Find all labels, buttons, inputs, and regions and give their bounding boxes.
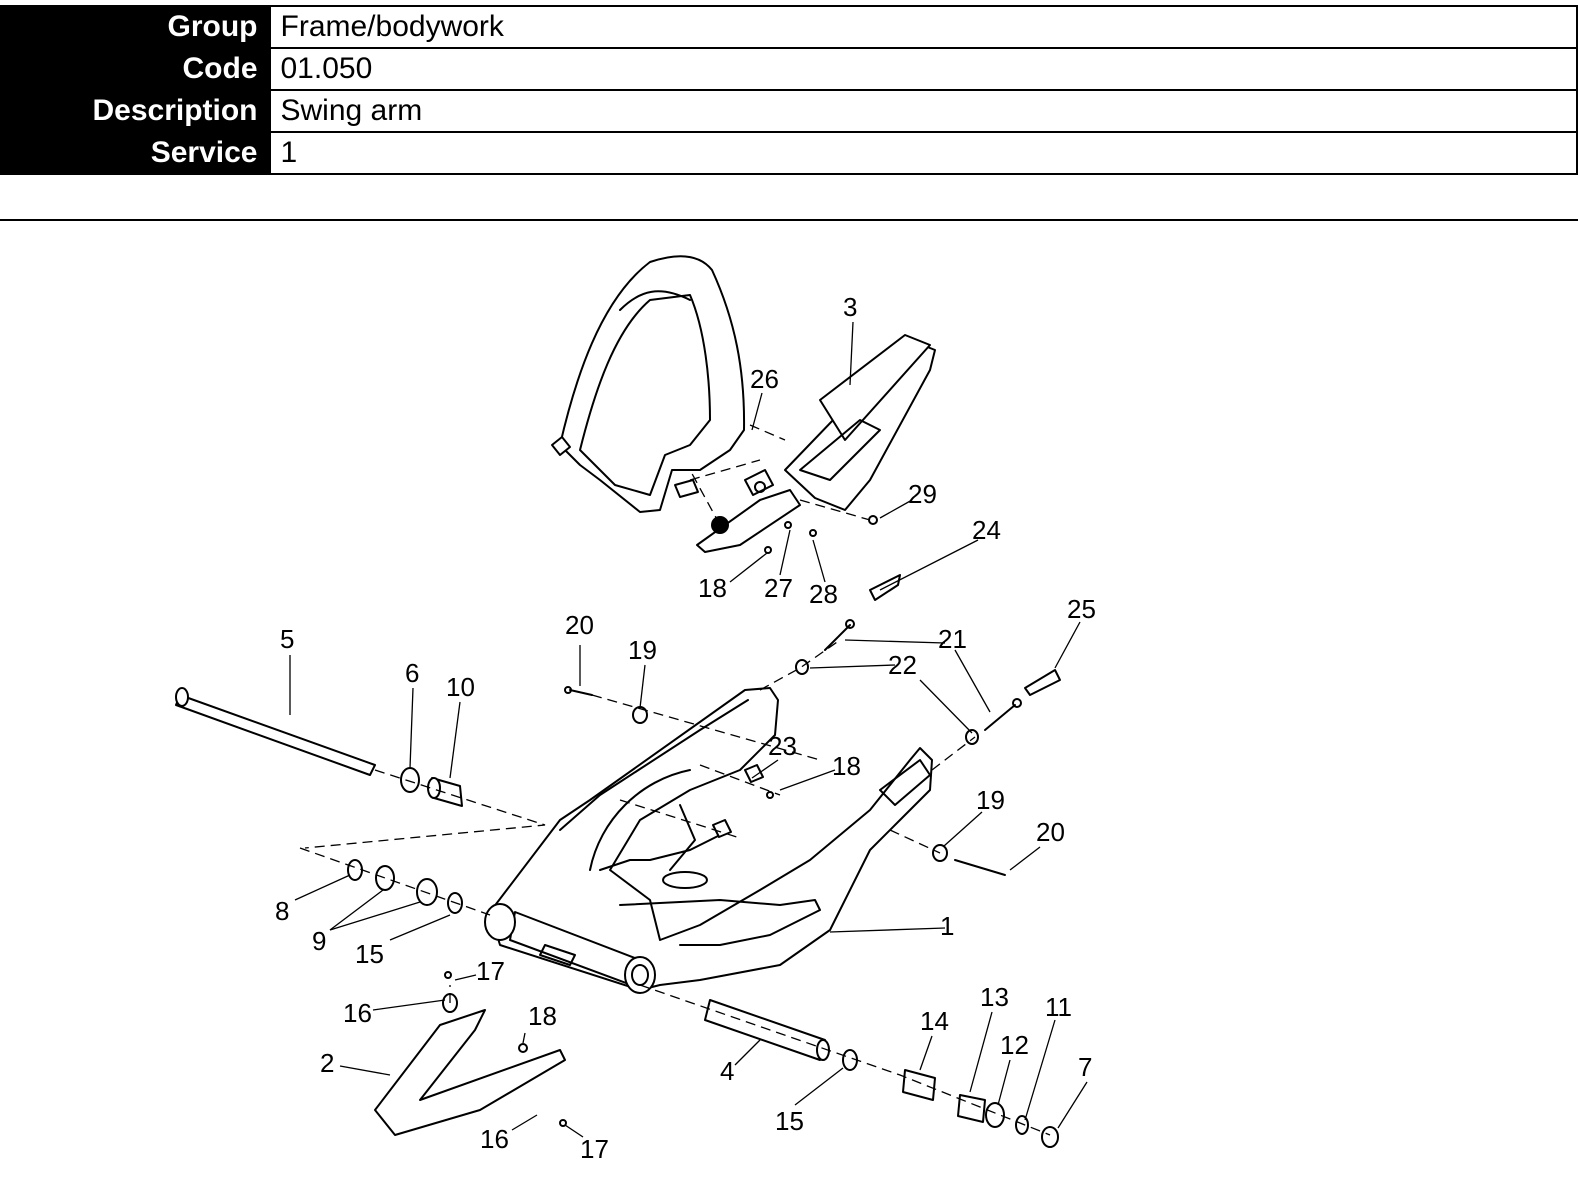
chain-guard-upper [784,334,936,511]
service-value: 1 [267,131,1578,175]
callout-19b: 19 [976,785,1005,815]
callout-15a: 15 [355,939,384,969]
callout-27: 27 [764,573,793,603]
callout-17b: 17 [580,1134,609,1164]
callout-10: 10 [446,672,475,702]
code-value: 01.050 [267,47,1578,91]
callout-11: 11 [1045,992,1072,1022]
chain-slider-upper [696,469,801,553]
callout-29: 29 [908,479,937,509]
callout-7: 7 [1078,1052,1092,1082]
code-key: Code [0,47,270,91]
callout-8: 8 [275,896,289,926]
info-row-service: Service 1 [0,131,1578,175]
callout-17a: 17 [476,956,505,986]
description-key: Description [0,89,270,133]
callout-5: 5 [280,624,294,654]
info-row-group: Group Frame/bodywork [0,5,1578,49]
callout-15b: 15 [775,1106,804,1136]
callout-18c: 18 [528,1001,557,1031]
callout-24: 24 [972,515,1001,545]
callout-4: 4 [720,1056,734,1086]
callout-13: 13 [980,982,1009,1012]
callout-14: 14 [920,1006,949,1036]
callout-23: 23 [768,731,797,761]
callout-20a: 20 [565,610,594,640]
callout-16a: 16 [343,998,372,1028]
callout-3: 3 [843,292,857,322]
rear-mudguard [551,255,746,513]
service-key: Service [0,131,270,175]
callout-12: 12 [1000,1030,1029,1060]
info-row-description: Description Swing arm [0,89,1578,133]
callout-6: 6 [405,658,419,688]
info-row-code: Code 01.050 [0,47,1578,91]
callout-22: 22 [888,650,917,680]
group-key: Group [0,5,270,49]
callout-28: 28 [809,579,838,609]
callout-16b: 16 [480,1124,509,1154]
callout-26: 26 [750,364,779,394]
callout-20b: 20 [1036,817,1065,847]
description-value: Swing arm [267,89,1578,133]
callout-19a: 19 [628,635,657,665]
spacer-tube [704,999,830,1061]
assembly-lines [299,424,1051,1136]
pivot-axle [175,687,376,776]
part-info-table: Group Frame/bodywork Code 01.050 Descrip… [0,5,1578,175]
callout-18b: 18 [832,751,861,781]
group-value: Frame/bodywork [267,5,1578,49]
callout-18a: 18 [698,573,727,603]
header-divider [0,219,1578,221]
callout-2: 2 [320,1048,334,1078]
callout-1: 1 [940,911,954,941]
callout-21: 21 [938,624,967,654]
callout-numbers: 1 2 3 4 5 6 7 8 9 10 11 12 13 14 15 15 1… [275,292,1096,1164]
callout-25: 25 [1067,594,1096,624]
swing-arm-body [484,687,933,994]
callout-9: 9 [312,926,326,956]
bearings-and-seals [347,767,1059,1148]
leader-lines [289,321,1088,1138]
